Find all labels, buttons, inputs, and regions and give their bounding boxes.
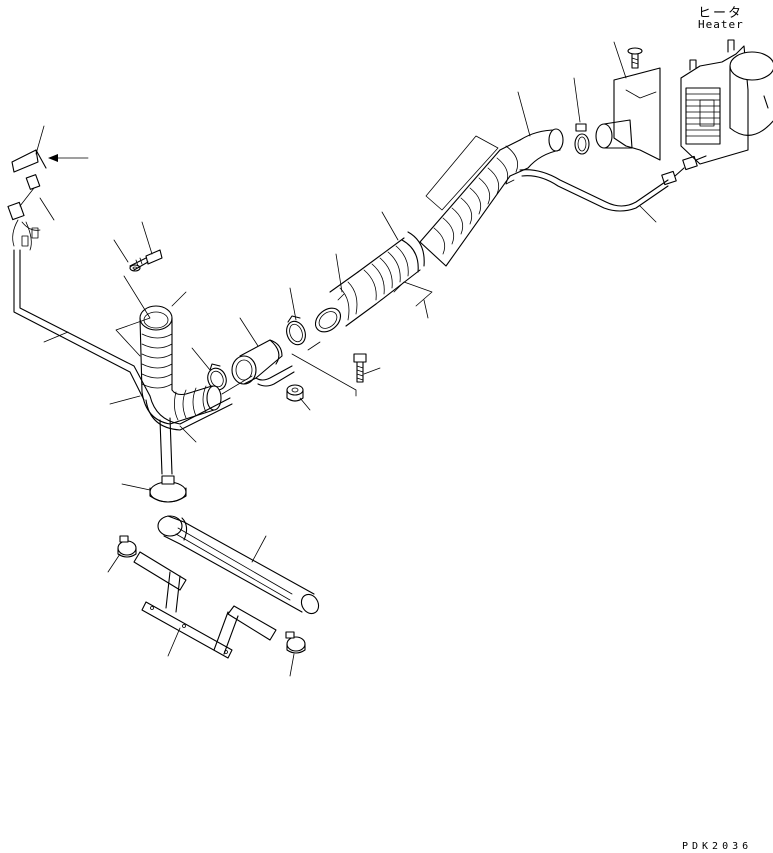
- hose-clamp-icon: [574, 123, 590, 155]
- bolt-icon: [129, 249, 163, 272]
- hose-clamp-icon: [286, 315, 306, 346]
- grommet-icon: [286, 384, 304, 402]
- bolt-icon: [353, 353, 367, 383]
- bolt-icon: [627, 47, 643, 69]
- wire-harness-icon: [307, 169, 669, 351]
- hose-clamp-icon: [149, 475, 187, 503]
- heater-label-english: Heater: [698, 18, 744, 31]
- hose-sleeve-icon: [231, 339, 295, 387]
- bracket-icon: [133, 551, 277, 659]
- heater-label-japanese: ヒータ: [698, 6, 744, 21]
- hose-clamp-icon: [285, 631, 306, 654]
- corrugated-duct-icon: [314, 128, 564, 333]
- leader-lines: [35, 41, 657, 677]
- hose-clamp-icon: [207, 363, 227, 391]
- duct-pipe-icon: [157, 515, 320, 615]
- heater-unit-icon: [680, 39, 773, 165]
- figure-code: PDK2036: [682, 841, 753, 852]
- outlet-adapter-icon: [595, 67, 661, 161]
- corrugated-duct-icon: [139, 305, 233, 475]
- hose-clamp-icon: [117, 535, 137, 558]
- wire-harness-icon: [7, 149, 151, 401]
- connector-icon: [661, 155, 707, 186]
